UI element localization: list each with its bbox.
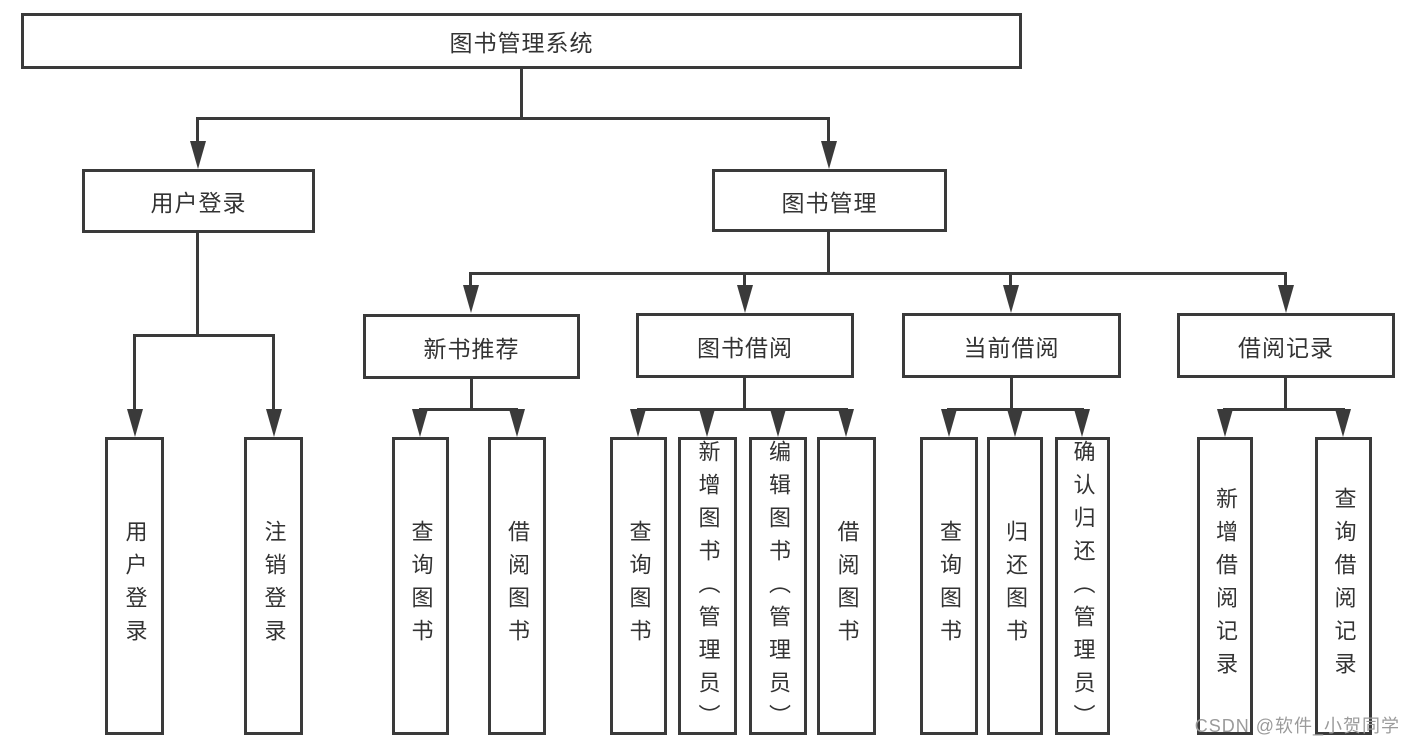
leaf-borrow-books-recommend: 借阅图书: [488, 437, 546, 735]
connector-stub-records: [1284, 378, 1287, 411]
node-library-system: 图书管理系统: [21, 13, 1022, 69]
arrow-down: [266, 409, 282, 437]
arrow-down: [1335, 409, 1351, 437]
arrow-down: [699, 409, 715, 437]
connector-rail-level3: [469, 272, 1287, 275]
arrow-down: [838, 409, 854, 437]
leaf-add-borrow-record: 新增借阅记录: [1197, 437, 1253, 735]
leaf-query-books-borrow: 查询图书: [610, 437, 667, 735]
connector-drop-leaf: [272, 334, 275, 412]
connector-drop-user-login: [196, 117, 199, 144]
connector-rail-records: [1223, 408, 1345, 411]
leaf-confirm-return-admin: 确认归还（管理员）: [1055, 437, 1110, 737]
leaf-user-login: 用户登录: [105, 437, 164, 735]
arrow-down: [1007, 409, 1023, 437]
connector-rail-borrow: [637, 408, 848, 411]
leaf-add-books-admin: 新增图书（管理员）: [678, 437, 737, 737]
connector-stub-root: [520, 69, 523, 120]
node-borrow-records: 借阅记录: [1177, 313, 1395, 378]
arrow-down: [1217, 409, 1233, 437]
csdn-watermark: CSDN @软件_小贺同学: [1194, 716, 1400, 736]
arrow-down: [630, 409, 646, 437]
connector-rail-level2: [196, 117, 830, 120]
connector-rail-user-login: [133, 334, 274, 337]
leaf-borrow-books: 借阅图书: [817, 437, 876, 735]
node-user-login: 用户登录: [82, 169, 315, 233]
leaf-logout: 注销登录: [244, 437, 303, 735]
arrow-down: [1003, 285, 1019, 313]
connector-stub-recommend: [470, 379, 473, 411]
leaf-query-borrow-record: 查询借阅记录: [1315, 437, 1372, 735]
node-new-book-recommend: 新书推荐: [363, 314, 580, 379]
node-book-borrow: 图书借阅: [636, 313, 854, 378]
arrow-down: [821, 141, 837, 169]
arrow-down: [941, 409, 957, 437]
arrow-down: [463, 285, 479, 313]
connector-stub-borrow: [743, 378, 746, 411]
arrow-down: [127, 409, 143, 437]
arrow-down: [1074, 409, 1090, 437]
arrow-down: [412, 409, 428, 437]
arrow-down: [1278, 285, 1294, 313]
arrow-down: [737, 285, 753, 313]
leaf-query-books-current: 查询图书: [920, 437, 978, 735]
connector-stub-book-management: [827, 232, 830, 275]
arrow-down: [509, 409, 525, 437]
node-book-management: 图书管理: [712, 169, 947, 232]
leaf-query-books-recommend: 查询图书: [392, 437, 449, 735]
connector-drop-book-management: [827, 117, 830, 144]
connector-drop-level3: [743, 272, 746, 288]
leaf-return-books: 归还图书: [987, 437, 1043, 735]
connector-drop-level3: [469, 272, 472, 288]
leaf-edit-books-admin: 编辑图书（管理员）: [749, 437, 807, 737]
arrow-down: [190, 141, 206, 169]
node-current-borrow: 当前借阅: [902, 313, 1121, 378]
connector-drop-level3: [1284, 272, 1287, 288]
connector-rail-recommend: [419, 408, 518, 411]
connector-stub-current: [1010, 378, 1013, 411]
connector-drop-level3: [1009, 272, 1012, 288]
arrow-down: [770, 409, 786, 437]
connector-drop-leaf: [133, 334, 136, 412]
connector-stub-user-login: [196, 233, 199, 337]
